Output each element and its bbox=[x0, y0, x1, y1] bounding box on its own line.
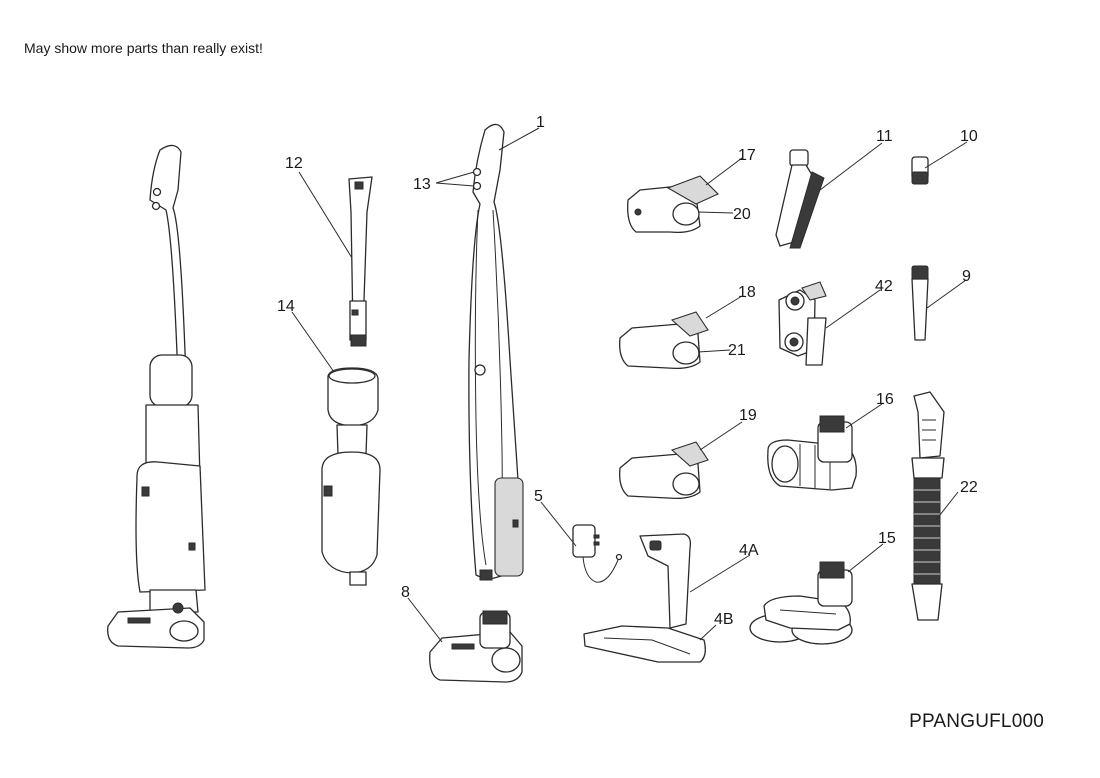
part-22-hose bbox=[911, 391, 945, 621]
part-17-20-nozzle bbox=[627, 175, 719, 234]
callout-20: 20 bbox=[733, 206, 751, 223]
callout-18: 18 bbox=[738, 284, 756, 301]
callout-1: 1 bbox=[536, 114, 545, 131]
part-10-adapter bbox=[911, 156, 929, 185]
callout-5: 5 bbox=[534, 488, 543, 505]
part-19-nozzle bbox=[619, 441, 709, 500]
diagram-code: PPANGUFL000 bbox=[909, 711, 1044, 732]
part-18-21-nozzle bbox=[619, 311, 709, 370]
callout-4A: 4A bbox=[739, 542, 759, 559]
callout-13: 13 bbox=[413, 176, 431, 193]
callout-21: 21 bbox=[728, 342, 746, 359]
callout-8: 8 bbox=[401, 584, 410, 601]
part-12-extension-tube bbox=[348, 176, 373, 347]
callout-12: 12 bbox=[285, 155, 303, 172]
callout-9: 9 bbox=[962, 268, 971, 285]
assembled-vacuum bbox=[107, 144, 206, 649]
callout-19: 19 bbox=[739, 407, 757, 424]
callout-11: 11 bbox=[876, 128, 893, 145]
callout-4B: 4B bbox=[714, 611, 734, 628]
part-11-dusting-brush bbox=[775, 149, 825, 249]
part-16-power-brush bbox=[767, 415, 857, 491]
part-5-charger bbox=[572, 524, 623, 583]
callout-22: 22 bbox=[960, 479, 978, 496]
part-15-floor-nozzle bbox=[749, 561, 853, 645]
part-14-handheld-unit bbox=[321, 367, 381, 586]
part-42-turbo-nozzle bbox=[778, 281, 827, 366]
part-8-power-nozzle bbox=[429, 610, 523, 683]
part-9-crevice-tool bbox=[911, 265, 929, 341]
callout-16: 16 bbox=[876, 391, 894, 408]
callout-10: 10 bbox=[960, 128, 978, 145]
disclaimer-note: May show more parts than really exist! bbox=[24, 40, 263, 56]
leader-lines bbox=[291, 127, 968, 643]
callout-17: 17 bbox=[738, 147, 756, 164]
callout-numbers: 1 13 12 14 17 20 18 21 19 11 10 42 9 16 … bbox=[277, 114, 978, 628]
part-1-stick-body bbox=[468, 123, 524, 581]
part-4A-4B-stand bbox=[583, 533, 706, 663]
callout-15: 15 bbox=[878, 530, 896, 547]
callout-14: 14 bbox=[277, 298, 295, 315]
callout-42: 42 bbox=[875, 278, 893, 295]
